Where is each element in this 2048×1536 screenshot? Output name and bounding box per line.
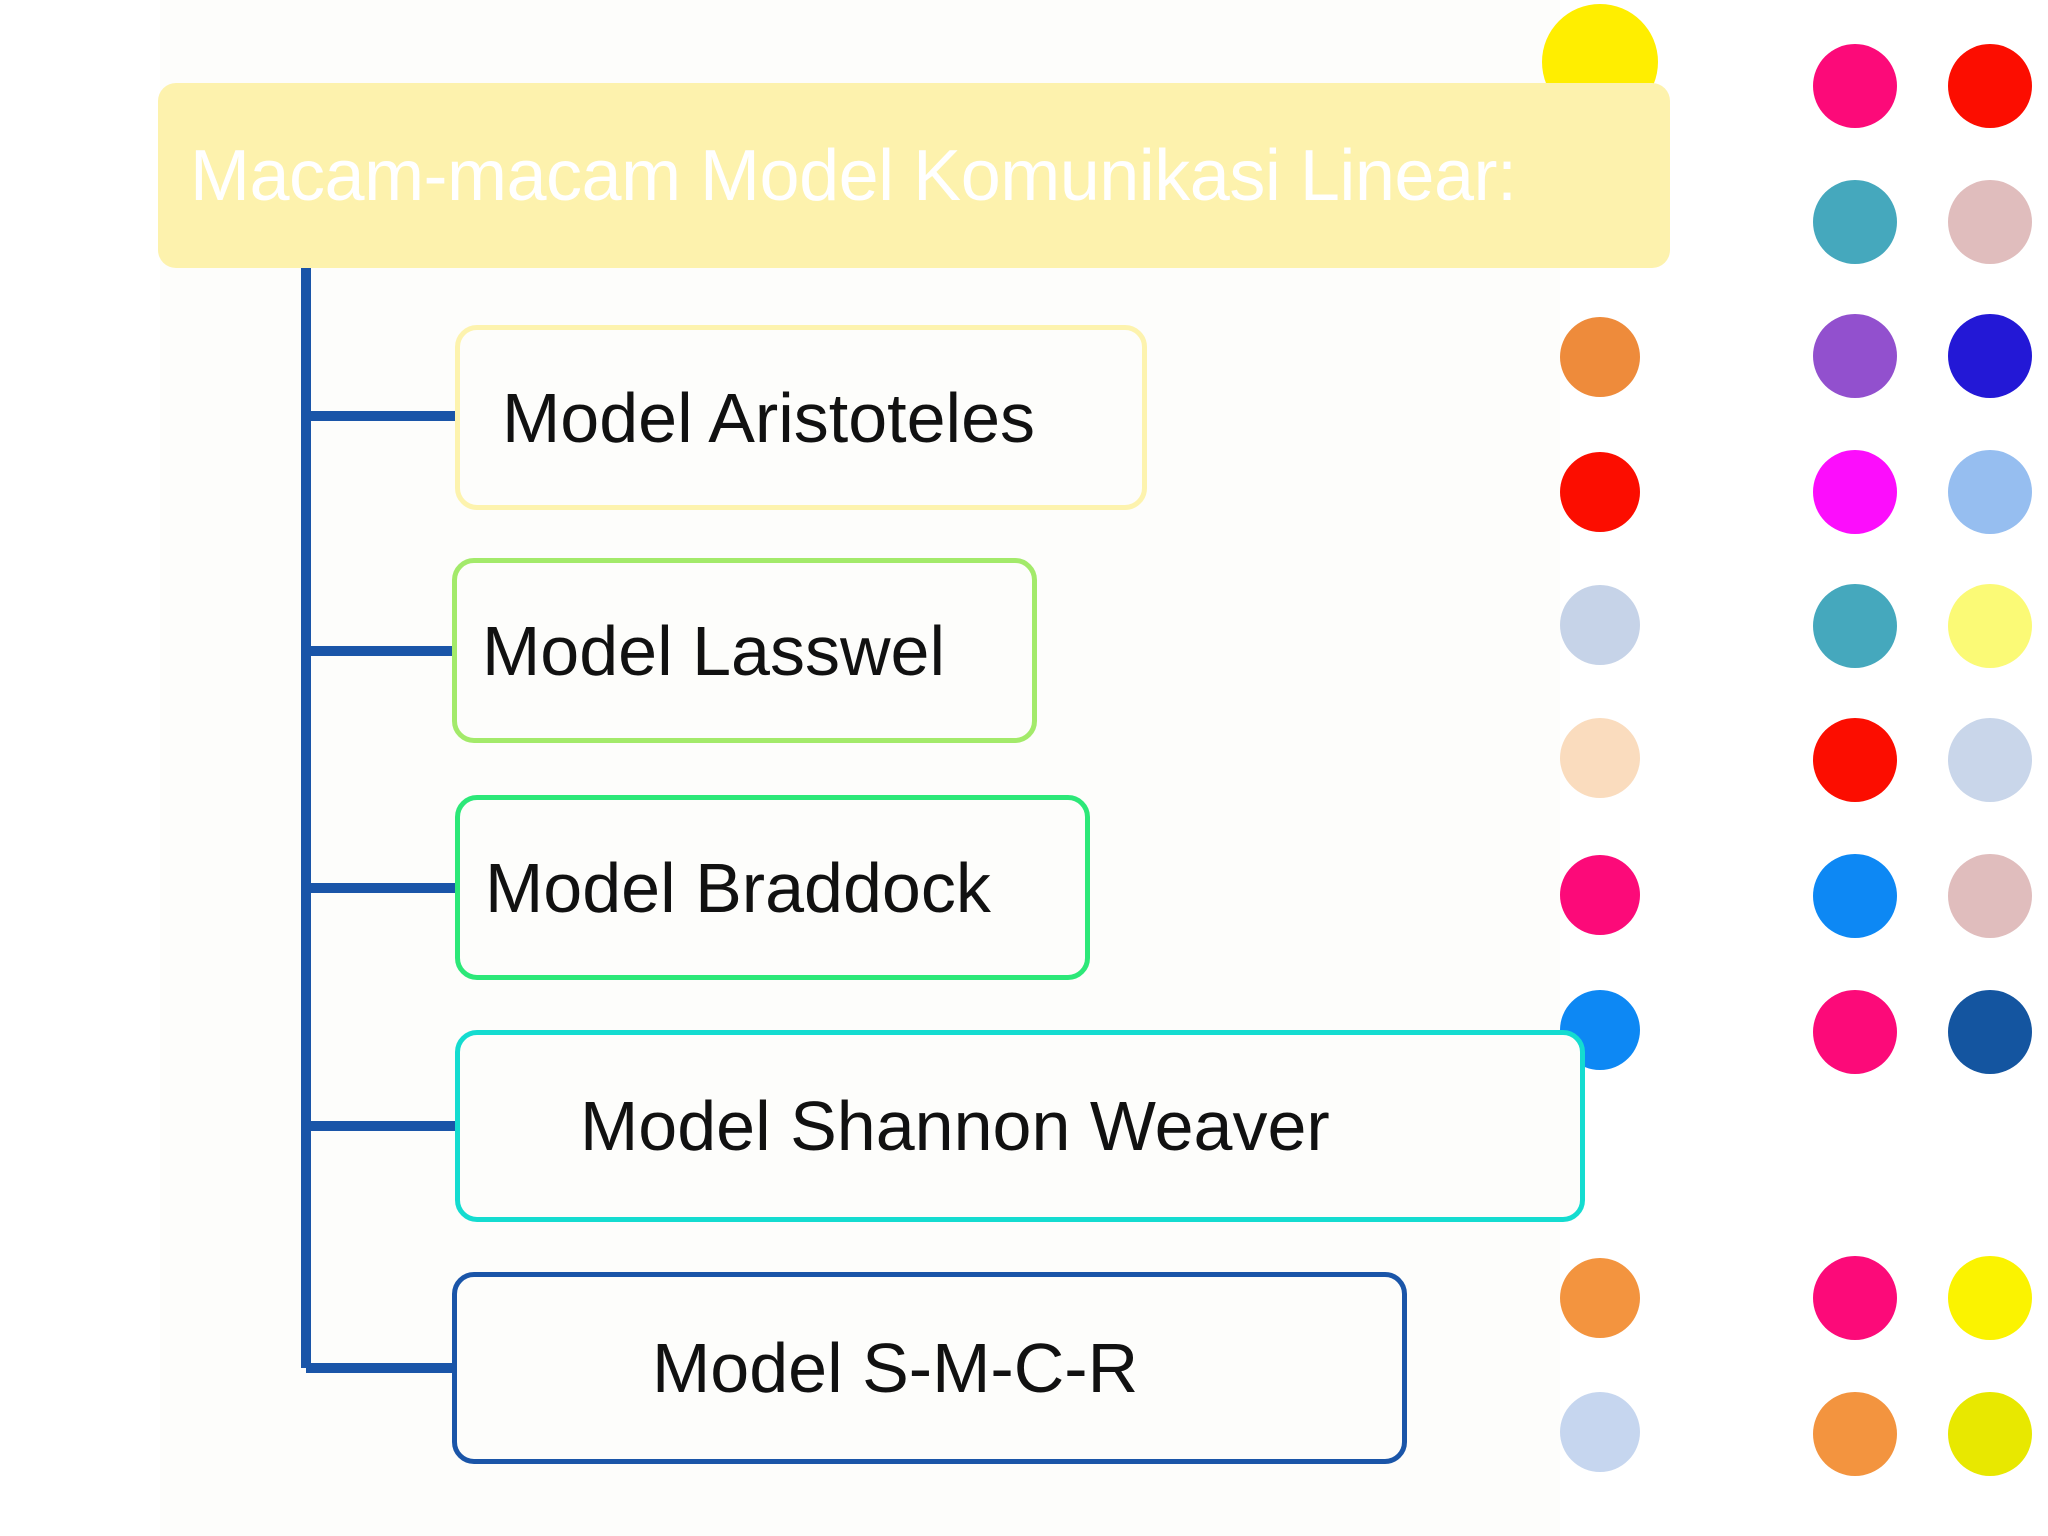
- node-label: Model Aristoteles: [502, 378, 1036, 457]
- decorative-dot: [1560, 317, 1640, 397]
- decorative-dot: [1948, 44, 2032, 128]
- mindmap-node-aristoteles[interactable]: Model Aristoteles: [455, 325, 1147, 510]
- decorative-dot: [1813, 990, 1897, 1074]
- mindmap-node-lasswel[interactable]: Model Lasswel: [452, 558, 1037, 743]
- decorative-dot: [1813, 584, 1897, 668]
- decorative-dot: [1560, 1258, 1640, 1338]
- decorative-dot: [1813, 450, 1897, 534]
- decorative-dot: [1560, 855, 1640, 935]
- page-title: Macam-macam Model Komunikasi Linear:: [190, 135, 1517, 216]
- decorative-dot: [1948, 1256, 2032, 1340]
- decorative-dot: [1948, 314, 2032, 398]
- decorative-dot: [1948, 854, 2032, 938]
- node-label: Model Shannon Weaver: [580, 1087, 1330, 1165]
- node-label: Model S-M-C-R: [652, 1329, 1139, 1407]
- decorative-dot: [1560, 585, 1640, 665]
- decorative-dot: [1813, 314, 1897, 398]
- decorative-dot: [1948, 990, 2032, 1074]
- decorative-dot: [1560, 1392, 1640, 1472]
- mindmap-node-shannon-weaver[interactable]: Model Shannon Weaver: [455, 1030, 1585, 1222]
- decorative-dot: [1813, 180, 1897, 264]
- mindmap-node-braddock[interactable]: Model Braddock: [455, 795, 1090, 980]
- decorative-dot: [1948, 584, 2032, 668]
- mindmap-root-title[interactable]: Macam-macam Model Komunikasi Linear:: [158, 83, 1670, 268]
- decorative-dot: [1813, 854, 1897, 938]
- decorative-dot: [1948, 718, 2032, 802]
- node-label: Model Braddock: [485, 848, 991, 927]
- decorative-dot: [1813, 718, 1897, 802]
- decorative-dot: [1813, 1392, 1897, 1476]
- decorative-dot: [1948, 450, 2032, 534]
- decorative-dot: [1948, 180, 2032, 264]
- node-label: Model Lasswel: [482, 611, 945, 690]
- decorative-dot: [1813, 1256, 1897, 1340]
- decorative-dot: [1813, 44, 1897, 128]
- decorative-dot: [1948, 1392, 2032, 1476]
- decorative-dot: [1560, 452, 1640, 532]
- mindmap-node-smcr[interactable]: Model S-M-C-R: [452, 1272, 1407, 1464]
- decorative-dot: [1560, 718, 1640, 798]
